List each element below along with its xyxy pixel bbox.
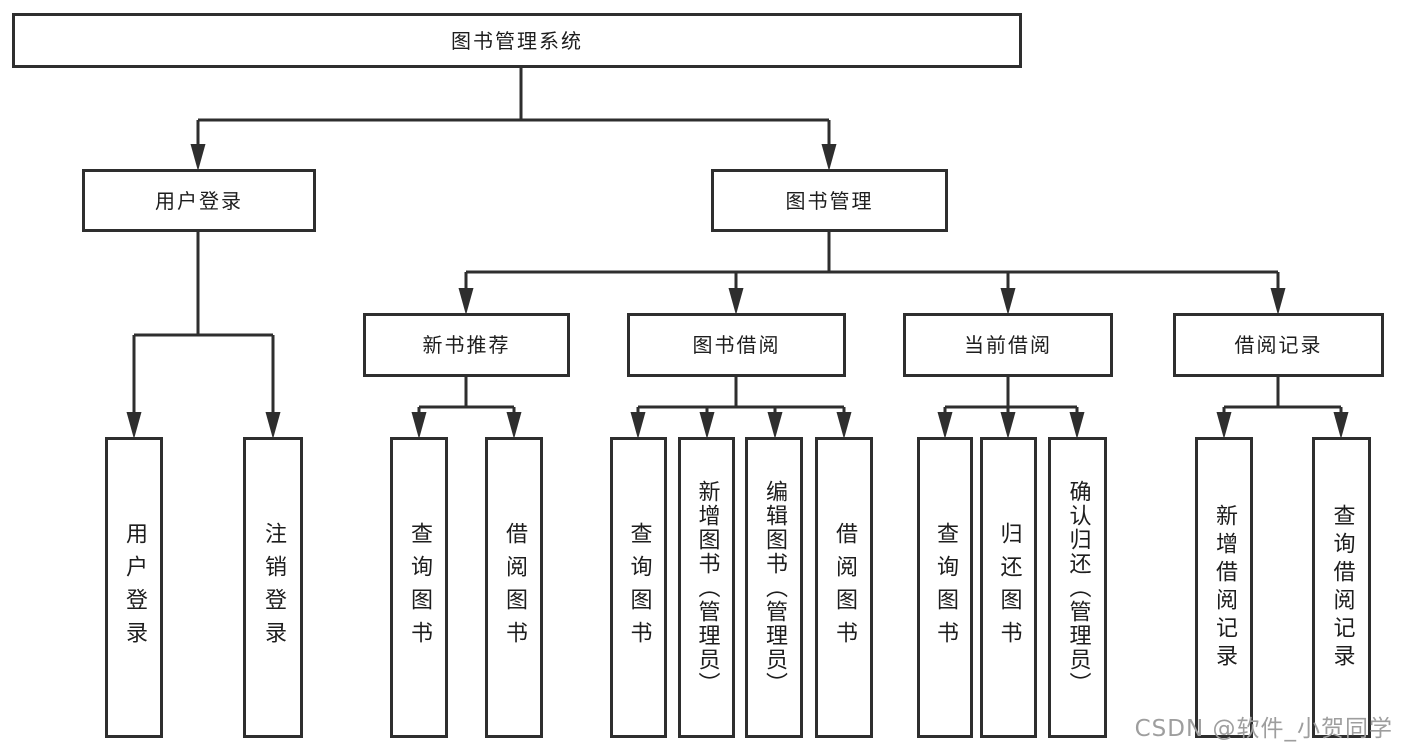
leaf-user-login: 用户登录 bbox=[105, 437, 163, 738]
leaf-borrow-add-books-admin: 新增图书（管理员） bbox=[678, 437, 735, 738]
leaf-newbooks-borrow-books: 借阅图书 bbox=[485, 437, 543, 738]
node-current-borrowing: 当前借阅 bbox=[903, 313, 1113, 377]
leaf-current-confirm-return-admin: 确认归还（管理员） bbox=[1048, 437, 1107, 738]
leaf-borrow-borrow-books: 借阅图书 bbox=[815, 437, 873, 738]
node-borrowing-records: 借阅记录 bbox=[1173, 313, 1384, 377]
arrowheads bbox=[126, 144, 1349, 439]
leaf-current-return-books: 归还图书 bbox=[980, 437, 1037, 738]
leaf-borrow-edit-books-admin: 编辑图书（管理员） bbox=[745, 437, 803, 738]
leaf-current-query-books: 查询图书 bbox=[917, 437, 973, 738]
leaf-records-add-record: 新增借阅记录 bbox=[1195, 437, 1253, 738]
node-user-login: 用户登录 bbox=[82, 169, 316, 232]
leaf-logout: 注销登录 bbox=[243, 437, 303, 738]
node-book-management: 图书管理 bbox=[711, 169, 948, 232]
node-root: 图书管理系统 bbox=[12, 13, 1022, 68]
node-book-borrowing: 图书借阅 bbox=[627, 313, 846, 377]
leaf-newbooks-query-books: 查询图书 bbox=[390, 437, 448, 738]
leaf-records-query-record: 查询借阅记录 bbox=[1312, 437, 1371, 738]
watermark: CSDN @软件_小贺同学 bbox=[1134, 716, 1393, 742]
connector-path bbox=[132, 68, 1343, 416]
node-new-book-recommend: 新书推荐 bbox=[363, 313, 570, 377]
leaf-borrow-query-books: 查询图书 bbox=[610, 437, 667, 738]
